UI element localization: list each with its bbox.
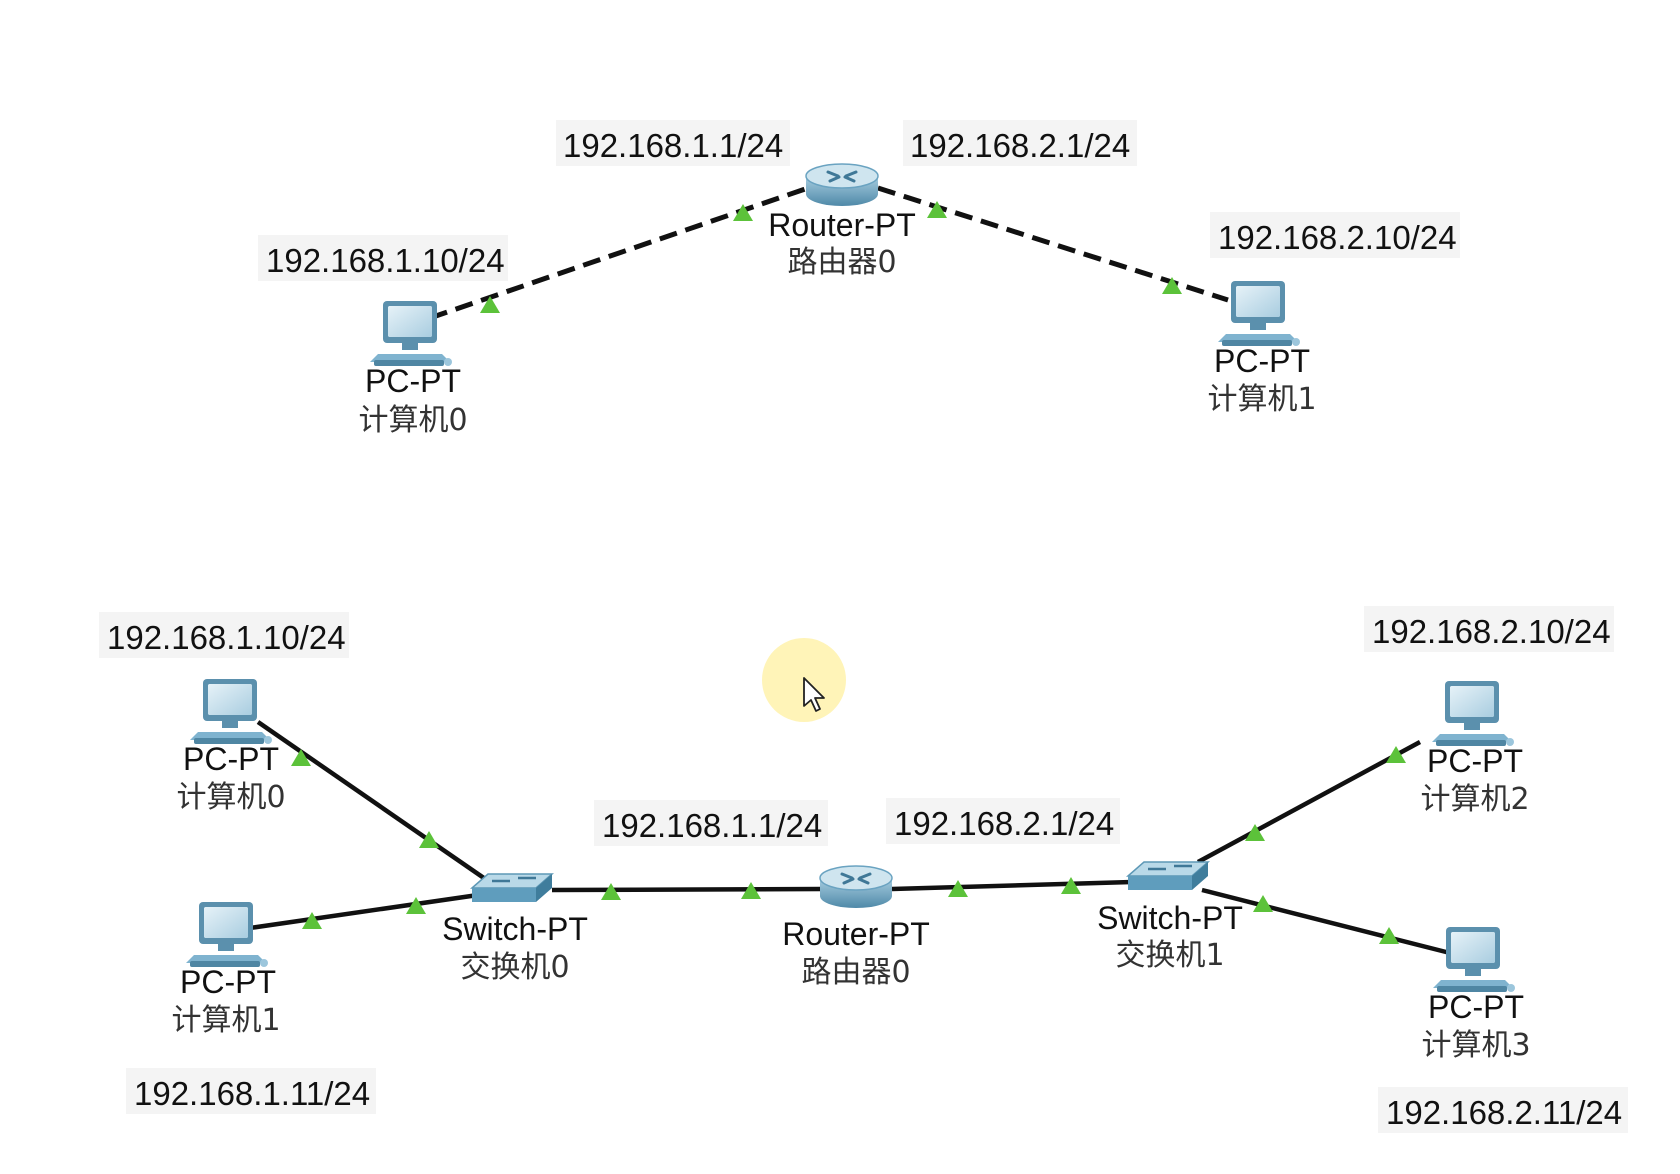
svg-text:192.168.1.10/24: 192.168.1.10/24 [107, 619, 346, 656]
ip-label-pc0[interactable]: 192.168.1.10/24 [258, 235, 508, 281]
device-name-label: 计算机3 [1421, 1028, 1530, 1063]
ip-label-pc1[interactable]: 192.168.2.10/24 [1210, 212, 1460, 258]
router-icon [804, 162, 880, 208]
device-switch0[interactable]: Switch-PT 交换机0 [442, 872, 588, 985]
device-name-label: 交换机1 [1115, 938, 1224, 973]
svg-text:192.168.2.11/24: 192.168.2.11/24 [1386, 1094, 1622, 1131]
device-type-label: Switch-PT [442, 911, 588, 947]
svg-text:192.168.1.10/24: 192.168.1.10/24 [266, 242, 505, 279]
ip-label-router-if1[interactable]: 192.168.2.1/24 [903, 120, 1137, 166]
svg-text:192.168.1.1/24: 192.168.1.1/24 [602, 807, 822, 844]
device-pc0[interactable]: PC-PT 计算机0 [176, 679, 286, 815]
svg-text:192.168.2.10/24: 192.168.2.10/24 [1372, 613, 1611, 650]
device-pc1[interactable]: PC-PT 计算机1 [171, 902, 281, 1038]
link-router-switch1[interactable] [891, 879, 1133, 892]
svg-text:192.168.2.1/24: 192.168.2.1/24 [910, 127, 1130, 164]
device-type-label: Router-PT [768, 207, 916, 243]
device-name-label: 路由器0 [801, 955, 910, 990]
device-name-label: 计算机2 [1420, 782, 1529, 817]
device-name-label: 交换机0 [460, 950, 569, 985]
svg-text:192.168.1.11/24: 192.168.1.11/24 [134, 1075, 370, 1112]
ip-label-pc1[interactable]: 192.168.1.11/24 [126, 1068, 376, 1114]
svg-text:192.168.1.1/24: 192.168.1.1/24 [563, 127, 783, 164]
ip-label-pc0[interactable]: 192.168.1.10/24 [99, 612, 349, 658]
ip-label-pc3[interactable]: 192.168.2.11/24 [1378, 1087, 1628, 1133]
ip-label-pc2[interactable]: 192.168.2.10/24 [1364, 606, 1614, 652]
device-pc2[interactable]: PC-PT 计算机2 [1420, 681, 1530, 817]
router-icon [818, 864, 894, 910]
device-pc1[interactable]: PC-PT 计算机1 [1207, 281, 1317, 417]
device-pc3[interactable]: PC-PT 计算机3 [1421, 927, 1531, 1063]
switch-icon [1126, 860, 1210, 892]
mouse-pointer-icon [762, 638, 846, 722]
svg-text:192.168.2.10/24: 192.168.2.10/24 [1218, 219, 1457, 256]
device-switch1[interactable]: Switch-PT 交换机1 [1097, 860, 1243, 973]
pc-icon [1433, 927, 1515, 992]
device-type-label: PC-PT [180, 964, 276, 1000]
device-type-label: Router-PT [782, 916, 930, 952]
device-type-label: Switch-PT [1097, 900, 1243, 936]
device-name-label: 路由器0 [787, 245, 896, 280]
device-type-label: PC-PT [1428, 989, 1524, 1025]
device-type-label: PC-PT [365, 363, 461, 399]
pc-icon [186, 902, 268, 967]
pc-icon [370, 301, 452, 366]
port-status-up [1386, 746, 1406, 763]
device-router0[interactable]: Router-PT 路由器0 [768, 162, 916, 280]
pc-icon [190, 679, 272, 744]
device-router0[interactable]: Router-PT 路由器0 [782, 864, 930, 990]
device-name-label: 计算机0 [176, 780, 285, 815]
device-name-label: 计算机0 [358, 403, 467, 438]
bottom-diagram: 192.168.1.10/24 192.168.1.11/24 192.168.… [99, 606, 1628, 1133]
device-pc0[interactable]: PC-PT 计算机0 [358, 301, 468, 438]
ip-label-router-if0[interactable]: 192.168.1.1/24 [594, 800, 828, 846]
device-name-label: 计算机1 [171, 1003, 280, 1038]
device-type-label: PC-PT [183, 741, 279, 777]
device-type-label: PC-PT [1214, 343, 1310, 379]
switch-icon [470, 872, 554, 904]
link-switch1-pc3[interactable] [1201, 887, 1451, 956]
svg-text:192.168.2.1/24: 192.168.2.1/24 [894, 805, 1114, 842]
ip-label-router-if0[interactable]: 192.168.1.1/24 [556, 120, 790, 166]
link-pc0-switch0[interactable] [256, 720, 496, 887]
link-switch0-router[interactable] [551, 886, 823, 893]
top-diagram: 192.168.1.1/24 192.168.2.1/24 192.168.1.… [258, 120, 1460, 438]
ip-label-router-if1[interactable]: 192.168.2.1/24 [886, 798, 1120, 844]
device-type-label: PC-PT [1427, 743, 1523, 779]
device-name-label: 计算机1 [1207, 382, 1316, 417]
link-pc1-switch0[interactable] [249, 892, 479, 931]
link-switch1-pc2[interactable] [1196, 740, 1422, 864]
pc-icon [1432, 681, 1514, 746]
pc-icon [1218, 281, 1300, 346]
